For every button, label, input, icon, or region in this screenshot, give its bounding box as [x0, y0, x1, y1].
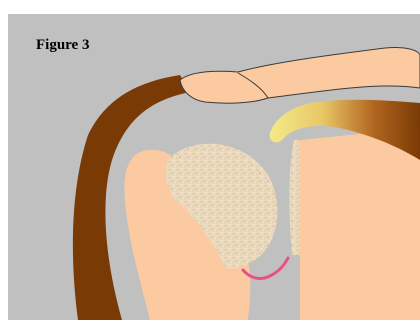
right-body-shape	[300, 128, 420, 320]
figure-label: Figure 3	[36, 38, 89, 53]
